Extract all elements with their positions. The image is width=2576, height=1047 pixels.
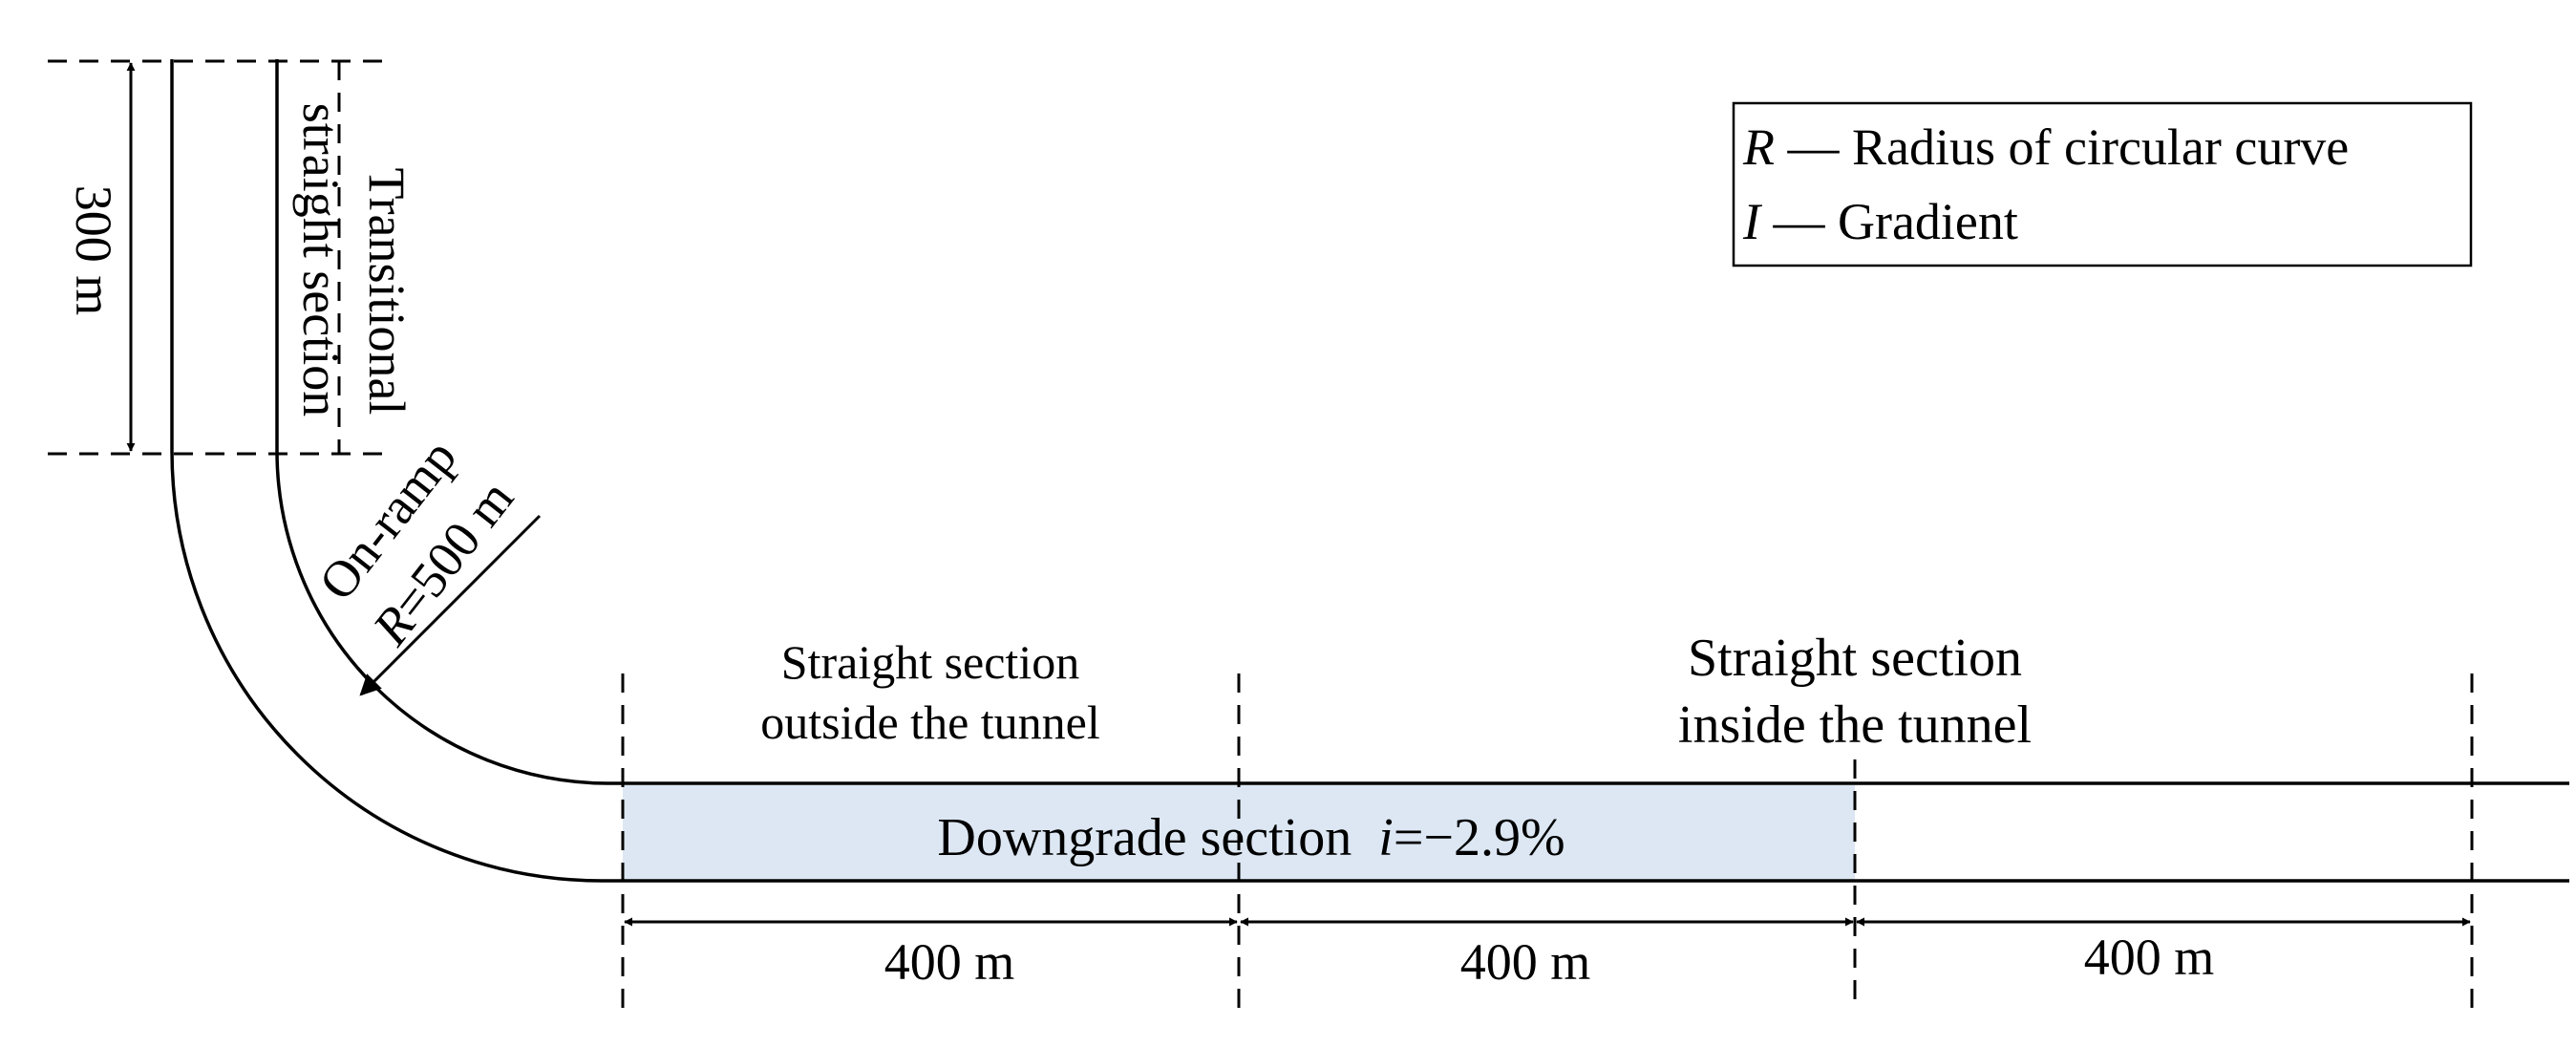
legend-i-text: — Gradient: [1760, 193, 2018, 250]
legend-r-symbol: R: [1742, 118, 1775, 176]
radius-leader-arrow: [359, 514, 542, 696]
downgrade-grad-symbol: i: [1378, 808, 1394, 867]
legend-r-text: — Radius of circular curve: [1775, 118, 2349, 176]
legend-box: [1732, 101, 2473, 267]
inside-tunnel-label-line1: Straight section: [1688, 629, 2022, 688]
outside-tunnel-label-line1: Straight section: [781, 635, 1079, 689]
transitional-label-line1: Transitional: [358, 167, 415, 415]
dim-400m-label-1: 400 m: [884, 933, 1015, 991]
outside-tunnel-label-line2: outside the tunnel: [760, 695, 1100, 749]
road-outer-edge: [170, 59, 2569, 883]
legend-i-symbol: I: [1742, 193, 1763, 250]
legend-radius-entry: R — Radius of circular curve: [1742, 118, 2349, 176]
downgrade-text: Downgrade section: [937, 808, 1352, 867]
dim-300m-label: 300 m: [65, 185, 122, 316]
legend-gradient-entry: I — Gradient: [1742, 193, 2018, 250]
dim-400m-label-3: 400 m: [2084, 929, 2215, 986]
dim-400m-label-2: 400 m: [1460, 933, 1591, 991]
transitional-label-line2: straight section: [292, 103, 350, 417]
downgrade-grad-value: =−2.9%: [1394, 808, 1565, 867]
inside-tunnel-label-line2: inside the tunnel: [1678, 695, 2032, 755]
downgrade-label: Downgrade section i=−2.9%: [937, 808, 1565, 867]
